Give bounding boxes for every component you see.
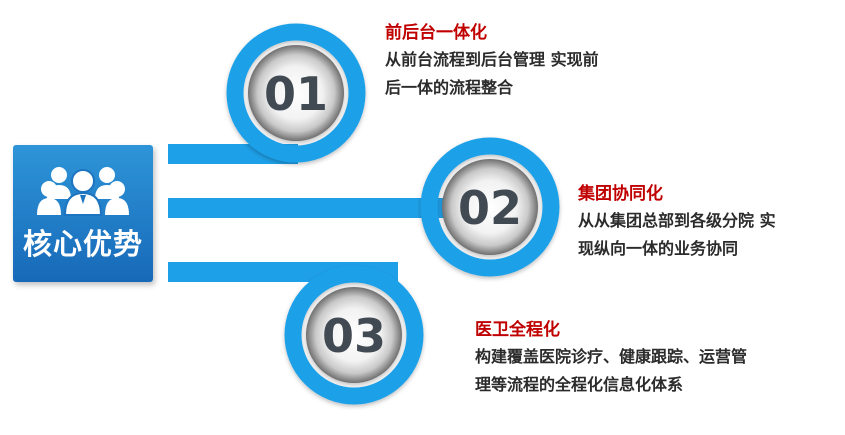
advantage-item-1: 前后台一体化 从前台流程到后台管理 实现前 后一体的流程整合 <box>385 22 685 102</box>
ring-01 <box>226 23 366 163</box>
advantage-desc-line1: 从从集团总部到各级分院 实 <box>578 211 776 230</box>
number-03: 03 <box>322 309 386 363</box>
advantage-title: 医卫全程化 <box>475 320 560 340</box>
advantage-desc-line1: 构建覆盖医院诊疗、健康跟踪、运营管 <box>475 347 748 366</box>
advantage-desc-line2: 后一体的流程整合 <box>385 78 514 97</box>
advantage-desc-line2: 理等流程的全程化信息化体系 <box>475 375 684 394</box>
ring-03 <box>284 265 424 405</box>
number-01: 01 <box>264 67 328 121</box>
advantage-title: 前后台一体化 <box>385 23 487 43</box>
advantage-desc-line2: 现纵向一体的业务协同 <box>578 239 739 258</box>
advantage-title: 集团协同化 <box>578 184 663 204</box>
connector-bar-2 <box>168 198 493 218</box>
advantage-item-3: 医卫全程化 构建覆盖医院诊疗、健康跟踪、运营管 理等流程的全程化信息化体系 <box>475 319 827 399</box>
core-label: 核心优势 <box>22 227 143 261</box>
number-02: 02 <box>458 181 522 235</box>
core-box: 核心优势 <box>13 145 153 282</box>
advantage-desc-line1: 从前台流程到后台管理 实现前 <box>385 50 599 69</box>
ring-02 <box>420 137 560 277</box>
advantage-item-2: 集团协同化 从从集团总部到各级分院 实 现纵向一体的业务协同 <box>578 183 840 263</box>
group-people-icon <box>37 167 129 216</box>
